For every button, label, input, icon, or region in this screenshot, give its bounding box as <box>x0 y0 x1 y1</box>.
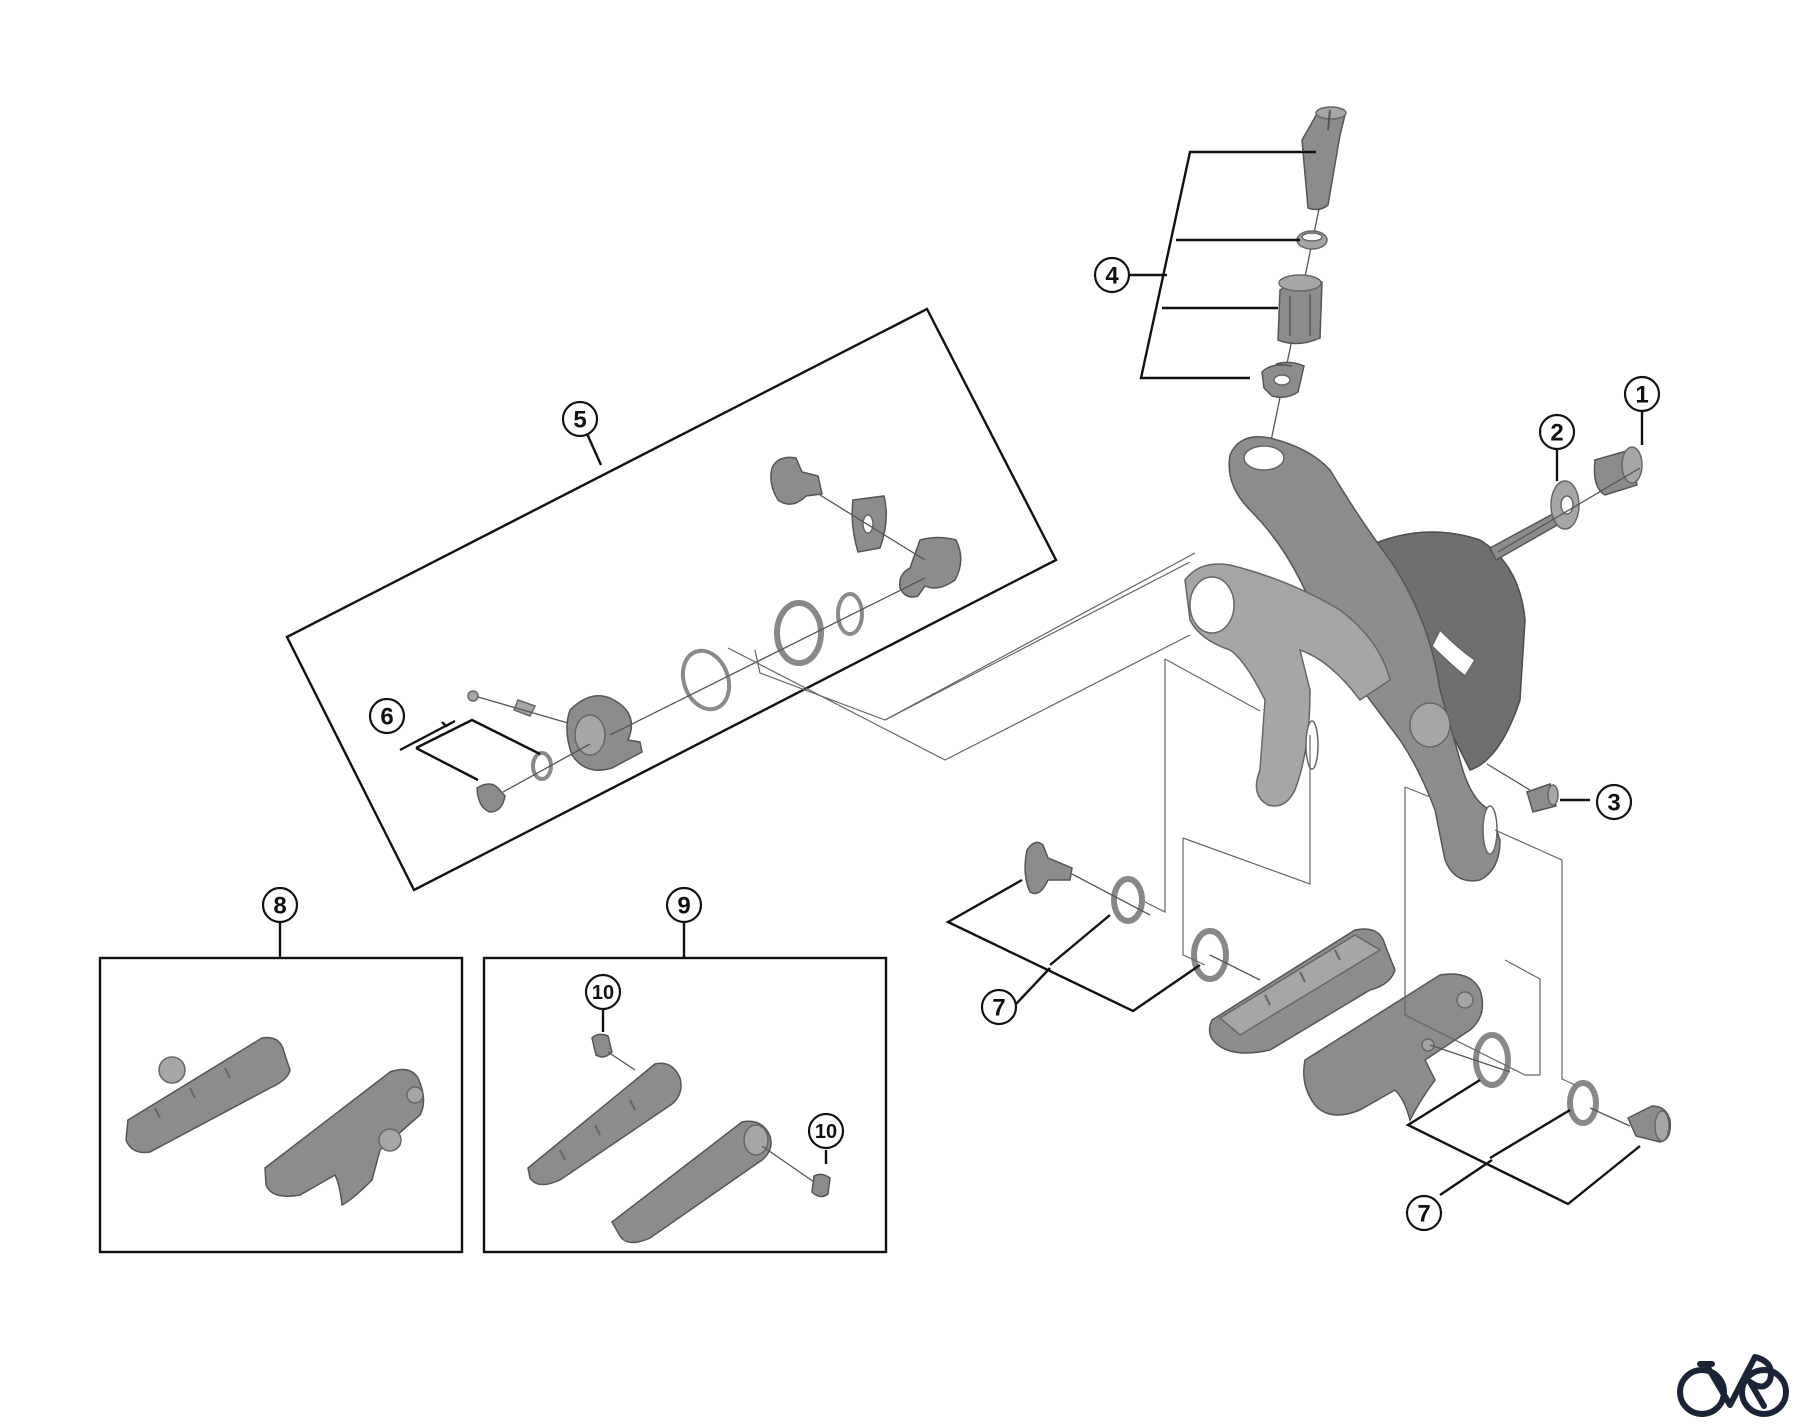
brake-pad-set-box <box>482 922 888 1254</box>
svg-text:3: 3 <box>1607 790 1620 817</box>
box8-shoe-left[interactable] <box>125 1036 291 1154</box>
shoe-fixing-bolt-right[interactable] <box>1627 1105 1672 1143</box>
svg-text:10: 10 <box>815 1121 837 1143</box>
svg-text:9: 9 <box>677 893 690 920</box>
bicycle-logo-icon <box>1677 1354 1789 1417</box>
callout-2[interactable]: 2 <box>1538 413 1576 451</box>
svg-text:6: 6 <box>380 704 393 731</box>
shoe-fixing-bolt-left[interactable] <box>1024 841 1073 895</box>
box8-shoe-right[interactable] <box>264 1068 425 1207</box>
callout-3[interactable]: 3 <box>1595 783 1633 821</box>
svg-text:8: 8 <box>273 893 286 920</box>
fixing-bolt-group <box>399 718 591 813</box>
callout-1[interactable]: 1 <box>1623 375 1661 413</box>
callout-7-right[interactable]: 7 <box>1405 1194 1443 1232</box>
svg-text:10: 10 <box>592 982 614 1004</box>
svg-text:1: 1 <box>1635 382 1648 409</box>
part-3-screw[interactable] <box>1526 783 1559 813</box>
svg-text:5: 5 <box>573 407 586 434</box>
callout-8[interactable]: 8 <box>261 886 299 924</box>
qr-ring[interactable] <box>675 644 737 715</box>
callout-4[interactable]: 4 <box>1093 256 1131 294</box>
svg-text:2: 2 <box>1550 420 1563 447</box>
part-2-washer[interactable] <box>1550 480 1580 530</box>
callout-6[interactable]: 6 <box>368 697 406 735</box>
qr-plate[interactable] <box>851 495 887 553</box>
brake-shoe-rear[interactable] <box>1303 973 1484 1123</box>
svg-text:7: 7 <box>1417 1201 1430 1228</box>
quick-release-assembly-box <box>285 307 1196 892</box>
part-1-nut[interactable] <box>1593 446 1643 496</box>
pad-screw-top[interactable] <box>591 1033 613 1058</box>
qr-shaft[interactable] <box>898 536 962 598</box>
qr-cam[interactable] <box>566 695 643 771</box>
qr-bolt[interactable] <box>770 456 823 505</box>
pad-upper[interactable] <box>527 1062 682 1186</box>
brake-shoe-set-box <box>98 922 464 1254</box>
caliper-body[interactable] <box>1184 436 1568 882</box>
callout-5[interactable]: 5 <box>561 400 599 438</box>
adjuster-nut[interactable] <box>1277 274 1323 345</box>
washer-right-1[interactable] <box>1473 1032 1511 1088</box>
svg-text:7: 7 <box>992 995 1005 1022</box>
svg-text:4: 4 <box>1105 263 1119 290</box>
cable-adjuster-group <box>1130 106 1347 471</box>
adjuster-ring[interactable] <box>1296 230 1328 250</box>
washer-left-2[interactable] <box>1191 928 1229 982</box>
cable-clamp[interactable] <box>1261 361 1305 399</box>
qr-ball[interactable] <box>467 690 479 702</box>
callout-7-left[interactable]: 7 <box>980 988 1018 1026</box>
shoe-bolt-group-left <box>945 658 1311 1013</box>
washer-left-1[interactable] <box>1111 876 1145 924</box>
shoe-bolt-group-right <box>1404 786 1672 1206</box>
qr-washer-small[interactable] <box>836 592 864 636</box>
adjuster-barrel[interactable] <box>1301 106 1347 211</box>
callout-10-top[interactable]: 10 <box>584 973 622 1011</box>
callout-10-bottom[interactable]: 10 <box>807 1112 845 1150</box>
washer-right-2[interactable] <box>1567 1080 1599 1126</box>
callout-9[interactable]: 9 <box>665 886 703 924</box>
pad-lower[interactable] <box>611 1120 772 1244</box>
brake-shoe-front[interactable] <box>1208 928 1396 1054</box>
qr-washer-large[interactable] <box>774 600 824 666</box>
pad-screw-bottom[interactable] <box>811 1173 831 1198</box>
part-6-bolt[interactable] <box>476 783 506 813</box>
part-6-washer[interactable] <box>531 751 553 781</box>
